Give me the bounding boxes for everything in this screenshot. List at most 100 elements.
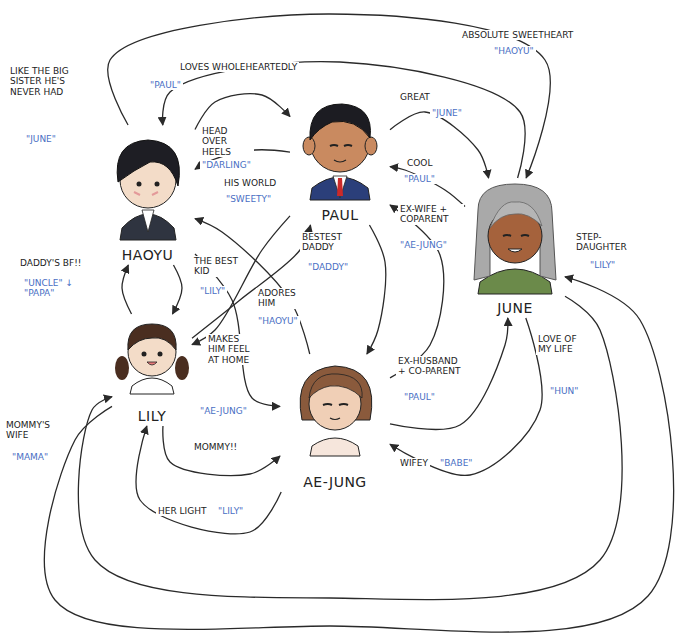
relation-label: ADORES HIM	[256, 288, 308, 309]
relation-label: HER LIGHT	[156, 506, 208, 516]
relation-arrow	[390, 167, 465, 207]
relation-arrow	[390, 318, 508, 429]
ear	[303, 137, 315, 155]
relation-arrow	[163, 426, 280, 476]
person-name: HAOYU	[119, 247, 176, 265]
nickname-label: "AE-JUNG"	[198, 406, 249, 416]
nickname-label: "AE-JUNG"	[398, 240, 449, 250]
relation-arrow	[172, 265, 182, 314]
relation-label: STEP-DAUGHTER	[574, 232, 650, 253]
nickname-label: "BABE"	[438, 458, 474, 468]
nickname-label: "PAUL"	[402, 174, 437, 184]
relation-arrow	[195, 94, 290, 130]
relation-label: HIS WORLD	[222, 178, 278, 188]
relation-label: LOVE OF MY LIFE	[536, 334, 590, 355]
person-node: PAUL	[290, 85, 390, 225]
hair	[117, 140, 179, 186]
person-node: LILY	[112, 314, 192, 426]
nickname-label: "MAMA"	[10, 452, 50, 462]
blush	[134, 192, 158, 195]
nickname-label: "JUNE"	[24, 134, 58, 144]
nickname-label: "LILY"	[588, 260, 617, 270]
relation-arrow	[390, 112, 489, 178]
lily-portrait	[115, 324, 189, 394]
person-node: AE-JUNG	[280, 354, 390, 492]
eyes	[503, 235, 529, 236]
shirt	[333, 176, 347, 198]
relation-label: LOVES WHOLEHEARTEDLY	[178, 62, 299, 72]
relation-label: COOL	[405, 158, 434, 168]
nickname-label: "PAUL"	[402, 392, 437, 402]
person-name: PAUL	[318, 207, 361, 225]
relation-arrow	[44, 277, 673, 632]
relation-label: MOMMY!!	[192, 442, 239, 452]
hair	[128, 324, 176, 350]
person-name: JUNE	[494, 300, 536, 318]
suit	[310, 177, 370, 200]
eye	[137, 182, 142, 187]
relation-label: BESTEST DADDY	[300, 232, 366, 253]
ear	[365, 137, 377, 155]
nickname-label: "JUNE"	[430, 108, 464, 118]
nickname-label: "DARLING"	[200, 160, 253, 170]
relation-arrow	[136, 426, 281, 534]
fringe	[490, 202, 542, 228]
relation-label: WIFEY	[398, 458, 430, 468]
person-name: AE-JUNG	[300, 474, 369, 492]
shirt	[130, 378, 174, 394]
relation-label: THE BEST KID	[192, 256, 244, 277]
smile	[334, 160, 346, 162]
relation-label: LIKE THE BIG SISTER HE'S NEVER HAD	[8, 66, 96, 97]
nickname-label: "LILY"	[198, 286, 227, 296]
eye	[158, 352, 163, 357]
paul-portrait	[303, 104, 377, 200]
person-node: HAOYU	[100, 125, 195, 265]
nickname-label: "UNCLE" ↓ "PAPA"	[22, 278, 88, 299]
mouth	[147, 362, 157, 365]
relation-label: GREAT	[398, 92, 432, 102]
relation-label: HEAD OVER HEELS	[200, 126, 254, 157]
nickname-label: "SWEETY"	[224, 194, 273, 204]
pigtail	[115, 356, 129, 380]
relation-label: EX-WIFE + COPARENT	[398, 204, 464, 225]
relation-label: MAKES HIM FEEL AT HOME	[206, 334, 260, 365]
person-name: LILY	[135, 408, 169, 426]
aejung-portrait	[300, 366, 372, 456]
nickname-label: "HAOYU"	[492, 46, 536, 56]
pigtail	[175, 356, 189, 380]
eyes	[330, 145, 352, 146]
relation-arrow	[390, 205, 444, 378]
relation-arrow	[390, 318, 542, 475]
hair	[474, 184, 556, 280]
relation-arrow	[195, 254, 280, 406]
relation-label: EX-HUSBAND + CO-PARENT	[396, 356, 470, 377]
eyes	[323, 404, 348, 405]
shirt	[142, 210, 154, 232]
hair	[310, 104, 371, 140]
smile	[508, 249, 522, 252]
relation-arrow	[122, 265, 132, 314]
nickname-label: "HAOYU"	[256, 316, 300, 326]
nickname-label: "HUN"	[548, 386, 580, 396]
june-portrait	[474, 184, 556, 294]
eye	[155, 182, 160, 187]
tie	[337, 178, 343, 196]
nickname-label: "DADDY"	[306, 262, 350, 272]
relation-arrow	[192, 225, 311, 338]
nickname-label: "PAUL"	[148, 80, 183, 90]
nickname-label: "LILY"	[216, 506, 245, 516]
eye	[142, 352, 147, 357]
relation-label: MOMMY'S WIFE	[4, 420, 58, 441]
haoyu-portrait	[117, 140, 179, 240]
relation-arrow	[78, 296, 622, 599]
person-node: JUNE	[465, 178, 565, 318]
collar	[310, 438, 360, 456]
fringe	[309, 374, 362, 398]
smile	[330, 418, 340, 420]
relation-label: DADDY'S BF!!	[18, 258, 83, 268]
relation-arrow	[163, 62, 526, 178]
relation-arrow	[367, 225, 386, 354]
